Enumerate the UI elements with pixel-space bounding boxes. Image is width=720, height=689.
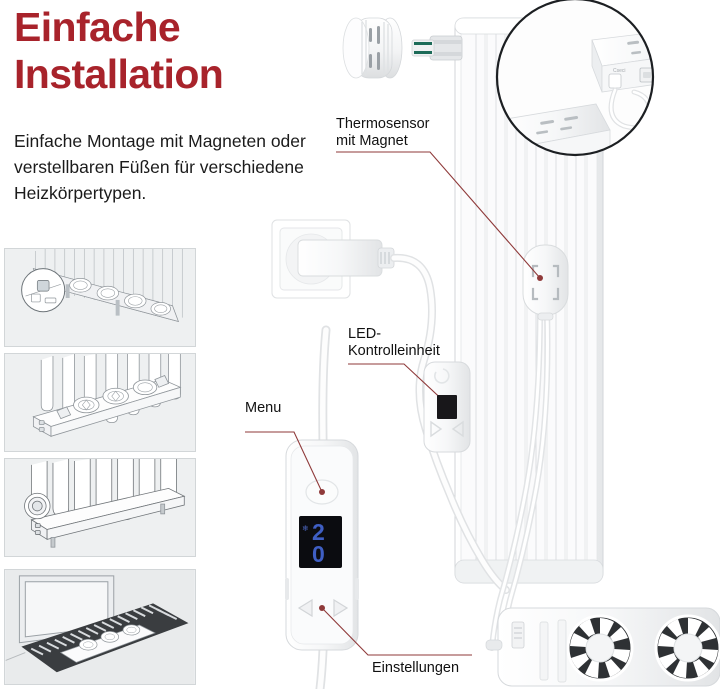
svg-text:Cseci: Cseci [613,68,626,74]
thermostatic-radiator-valve [342,17,463,79]
page-title-line1: Einfache [14,4,181,50]
controller-display: ❄ 2 0 [299,516,342,568]
thumb-panel-radiator [4,353,196,452]
callout-thermosensor: Thermosensor mit Magnet [336,116,430,149]
controller-cable [315,325,331,689]
page-title-line2: Installation [14,51,224,97]
callout-settings: Einstellungen [372,660,460,676]
thumb-column-radiator [4,458,196,557]
dual-fan-unit [485,607,720,687]
page-subtitle: Einfache Montage mit Magneten oder verst… [14,131,306,203]
display-digit-bottom: 0 [312,541,326,567]
display-digit-top: 2 [312,519,326,545]
callout-menu: Menu [245,400,282,416]
thumb-floor-convector [4,569,196,685]
thermosensor-module [522,244,569,321]
led-unit-display [437,395,457,419]
page-title: Einfache Installation [14,4,344,98]
power-plug [297,239,395,277]
fan-icon: ❄ [302,524,309,533]
thumb-magnet-detail [4,248,196,347]
callout-led-unit: LED- Kontrolleinheit [348,326,440,359]
